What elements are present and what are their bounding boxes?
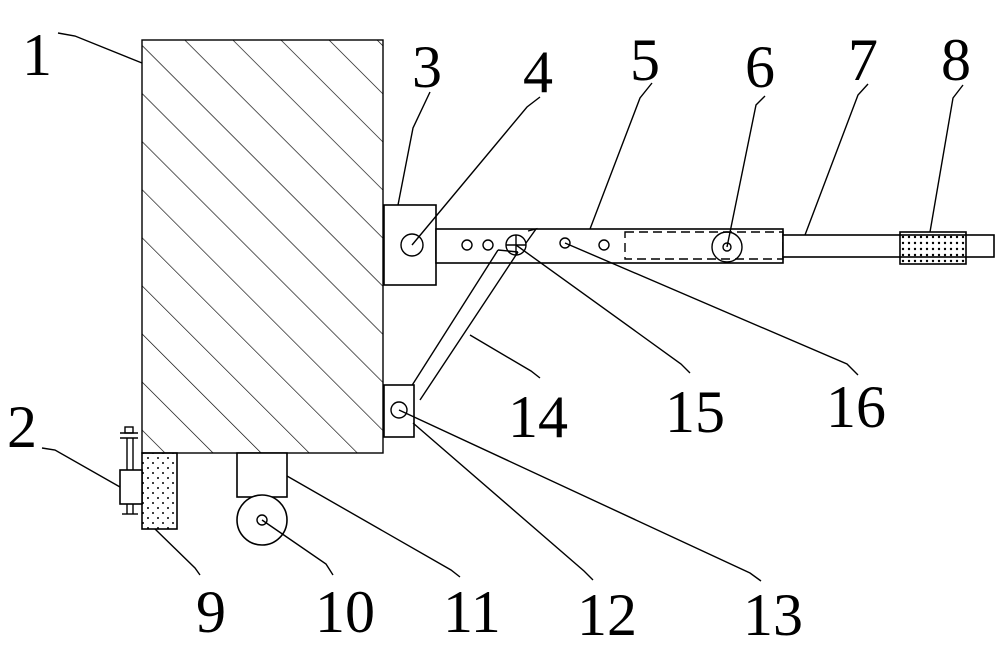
leader-lines [41, 32, 964, 582]
label-2: 2 [7, 394, 37, 460]
label-5: 5 [630, 27, 660, 93]
label-13: 13 [743, 582, 803, 648]
leader-5 [589, 82, 653, 230]
leader-3 [397, 91, 431, 206]
arm-pulley [711, 231, 743, 263]
leader-16 [564, 242, 859, 376]
side-pad [141, 452, 178, 530]
label-12: 12 [577, 582, 637, 648]
leader-10 [261, 519, 334, 576]
leader-14 [469, 334, 541, 379]
label-6: 6 [745, 34, 775, 100]
leader-7 [804, 83, 869, 236]
label-8: 8 [941, 27, 971, 93]
leader-12 [412, 422, 594, 581]
leader-11 [286, 475, 461, 578]
main-body [141, 39, 384, 454]
leader-13 [398, 409, 762, 582]
label-11: 11 [443, 579, 501, 645]
side-bolt [119, 426, 143, 515]
label-15: 15 [665, 379, 725, 445]
label-4: 4 [523, 39, 553, 105]
leader-1 [57, 32, 143, 64]
upper-mount-block [383, 204, 437, 286]
label-16: 16 [826, 374, 886, 440]
label-9: 9 [196, 579, 226, 645]
leader-4 [411, 96, 541, 246]
callout-labels: 1 2 3 4 5 6 7 8 9 10 11 12 13 14 15 16 [7, 22, 971, 648]
leader-15 [515, 244, 691, 374]
label-14: 14 [508, 384, 568, 450]
leader-8 [929, 84, 964, 233]
label-10: 10 [315, 579, 375, 645]
label-3: 3 [412, 34, 442, 100]
leader-9 [154, 528, 201, 576]
label-7: 7 [848, 27, 878, 93]
rod-grip [899, 231, 967, 265]
leader-2 [41, 447, 121, 488]
lower-mount-block [383, 384, 415, 438]
leader-6 [726, 95, 766, 248]
label-1: 1 [22, 22, 52, 88]
